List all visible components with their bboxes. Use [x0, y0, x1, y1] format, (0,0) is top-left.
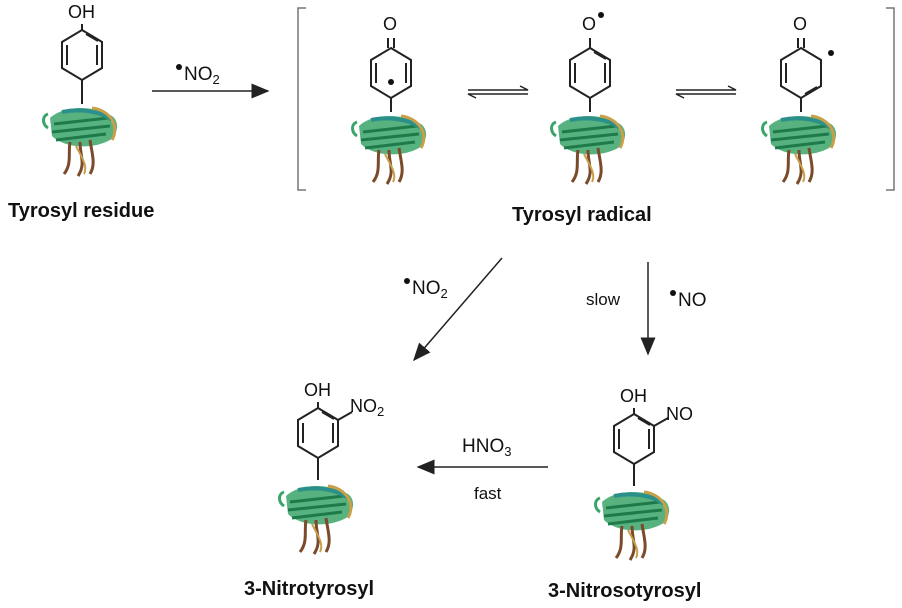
condition-slow: slow: [586, 290, 621, 309]
reagent-no2-top: NO2: [184, 64, 220, 87]
radical-dot: [404, 278, 410, 284]
resonance-bracket: [297, 7, 895, 191]
oh-group-1: OH: [68, 2, 95, 22]
no2-group: NO2: [350, 396, 385, 419]
protein-icon: [277, 483, 356, 556]
radical-resonance-3: [760, 38, 839, 186]
reagent-no2-left: NO2: [412, 278, 448, 301]
label-tyrosyl-radical: Tyrosyl radical: [512, 204, 652, 226]
reagent-no: NO: [678, 290, 707, 311]
carbonyl-o-1: O: [383, 14, 398, 34]
tyrosyl-residue-structure: [41, 24, 120, 178]
condition-fast: fast: [474, 484, 502, 503]
protein-icon: [593, 489, 672, 562]
radical-dot: [176, 64, 182, 70]
radical-resonance-1: [350, 38, 429, 186]
equilibrium-arrows-1: [467, 85, 529, 99]
radical-dot: [598, 12, 604, 18]
radical-dot: [828, 50, 834, 56]
protein-icon: [549, 113, 628, 186]
radical-dot: [670, 290, 676, 296]
protein-icon: [350, 113, 429, 186]
arrow-no2-diagonal: [413, 257, 503, 362]
label-tyrosyl-residue: Tyrosyl residue: [8, 200, 155, 222]
no-group: NO: [666, 404, 693, 424]
protein-icon: [760, 113, 839, 186]
nitrotyrosyl-structure: [277, 402, 356, 556]
nitrosotyrosyl-structure: [593, 408, 672, 562]
reagent-hno3: HNO3: [462, 436, 512, 459]
oh-group-nitroso: OH: [620, 386, 647, 406]
protein-icon: [41, 105, 120, 178]
equilibrium-arrows-2: [675, 85, 737, 99]
label-nitrosotyrosyl: 3-Nitrosotyrosyl: [548, 580, 702, 602]
carbonyl-o-3: O: [793, 14, 808, 34]
oxygen-radical: O: [582, 14, 597, 34]
oh-group-nitro: OH: [304, 380, 331, 400]
radical-resonance-2: [549, 38, 628, 186]
label-nitrotyrosyl: 3-Nitrotyrosyl: [244, 578, 375, 600]
